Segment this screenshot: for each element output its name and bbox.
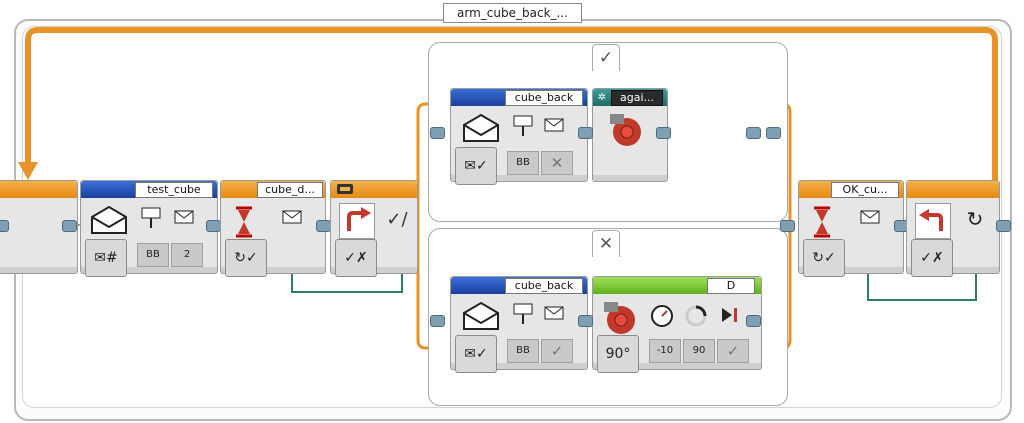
sequence-plug <box>430 315 445 327</box>
loop-interrupt-block[interactable]: ✓/ ✓✗ <box>330 180 418 277</box>
result-output-param[interactable]: ✕ <box>541 151 573 175</box>
mailbox-icon <box>139 205 163 231</box>
message-title[interactable]: cube_back <box>505 90 583 106</box>
envelope-icon <box>89 203 129 237</box>
envelope-small-icon <box>543 117 565 133</box>
case-false-tab[interactable]: ✕ <box>592 230 620 257</box>
brake-param[interactable]: ✓ <box>717 339 749 363</box>
messaging-receive-block[interactable]: cube_back ✉✓ BB ✓ <box>450 276 588 373</box>
wait-block[interactable]: OK_cu... ↻✓ <box>798 180 904 277</box>
degrees-icon <box>683 303 709 329</box>
sequence-plug <box>0 220 9 232</box>
sequence-plug <box>996 220 1011 232</box>
motor-icon <box>607 111 647 151</box>
motor-block[interactable]: agai... ✲ <box>592 88 668 182</box>
sequence-plug <box>656 127 671 139</box>
messaging-send-block[interactable]: test_cube ✉# BB 2 <box>80 180 218 277</box>
sequence-plug <box>578 127 593 139</box>
sender-param[interactable]: BB <box>507 151 539 175</box>
sequence-plug <box>430 127 445 139</box>
degrees-param[interactable]: 90 <box>683 339 715 363</box>
compare-icon: ✓/ <box>386 208 408 230</box>
loop-arrow-icon <box>339 203 375 239</box>
hourglass-icon <box>811 205 833 239</box>
brake-icon <box>719 305 741 325</box>
wait-message-title[interactable]: cube_d... <box>257 182 323 198</box>
loop-arrow-icon <box>915 203 951 239</box>
loop-name[interactable]: arm_cube_back_... <box>443 3 582 23</box>
sequence-plug <box>578 315 593 327</box>
wait-message-title[interactable]: OK_cu... <box>831 182 899 198</box>
case-true-tab[interactable]: ✓ <box>592 44 620 71</box>
loop-cycle-icon: ↻ <box>966 207 984 231</box>
result-output-param[interactable]: ✓ <box>541 339 573 363</box>
speed-gauge-icon <box>649 303 675 329</box>
loop-tab-icon <box>335 182 355 196</box>
mailbox-icon <box>511 301 535 327</box>
power-param[interactable]: -10 <box>649 339 681 363</box>
motor-mode-selector[interactable]: 90° <box>597 335 639 373</box>
message-value-param[interactable]: 2 <box>171 243 203 267</box>
sequence-plug <box>746 315 761 327</box>
sequence-plug <box>206 220 221 232</box>
loop-end-block[interactable]: ↻ ✓✗ <box>906 180 1000 277</box>
sender-param[interactable]: BB <box>507 339 539 363</box>
wait-mode-selector[interactable]: ↻✓ <box>225 239 267 277</box>
mailbox-icon <box>511 113 535 139</box>
envelope-icon <box>461 299 501 333</box>
motor-port-label[interactable]: D <box>707 278 755 294</box>
hourglass-icon <box>233 205 255 239</box>
wait-mode-selector[interactable]: ↻✓ <box>803 239 845 277</box>
send-mode-selector[interactable]: ✉# <box>85 239 127 277</box>
sequence-plug <box>766 127 781 139</box>
motor-icon <box>601 299 641 339</box>
envelope-icon <box>461 111 501 145</box>
message-title[interactable]: test_cube <box>135 182 213 198</box>
sequence-plug <box>780 220 795 232</box>
envelope-small-icon <box>859 209 881 225</box>
motor-degrees-block[interactable]: D 90° -10 90 ✓ <box>592 276 762 373</box>
envelope-small-icon <box>281 209 303 225</box>
wait-block[interactable]: cube_d... ↻✓ <box>220 180 326 277</box>
receive-mode-selector[interactable]: ✉✓ <box>455 147 497 185</box>
sequence-plug <box>746 127 761 139</box>
sequence-plug <box>316 220 331 232</box>
gear-icon: ✲ <box>597 91 607 103</box>
message-title[interactable]: cube_back <box>505 278 583 294</box>
compare-mode-selector[interactable]: ✓✗ <box>335 239 377 277</box>
motor-port-label[interactable]: agai... <box>611 90 663 106</box>
messaging-receive-block[interactable]: cube_back ✉✓ BB ✕ <box>450 88 588 185</box>
receiver-param[interactable]: BB <box>137 243 169 267</box>
loop-mode-selector[interactable]: ✓✗ <box>911 239 953 277</box>
receive-mode-selector[interactable]: ✉✓ <box>455 335 497 373</box>
envelope-small-icon <box>173 209 195 225</box>
sequence-plug <box>62 220 77 232</box>
envelope-small-icon <box>543 305 565 321</box>
